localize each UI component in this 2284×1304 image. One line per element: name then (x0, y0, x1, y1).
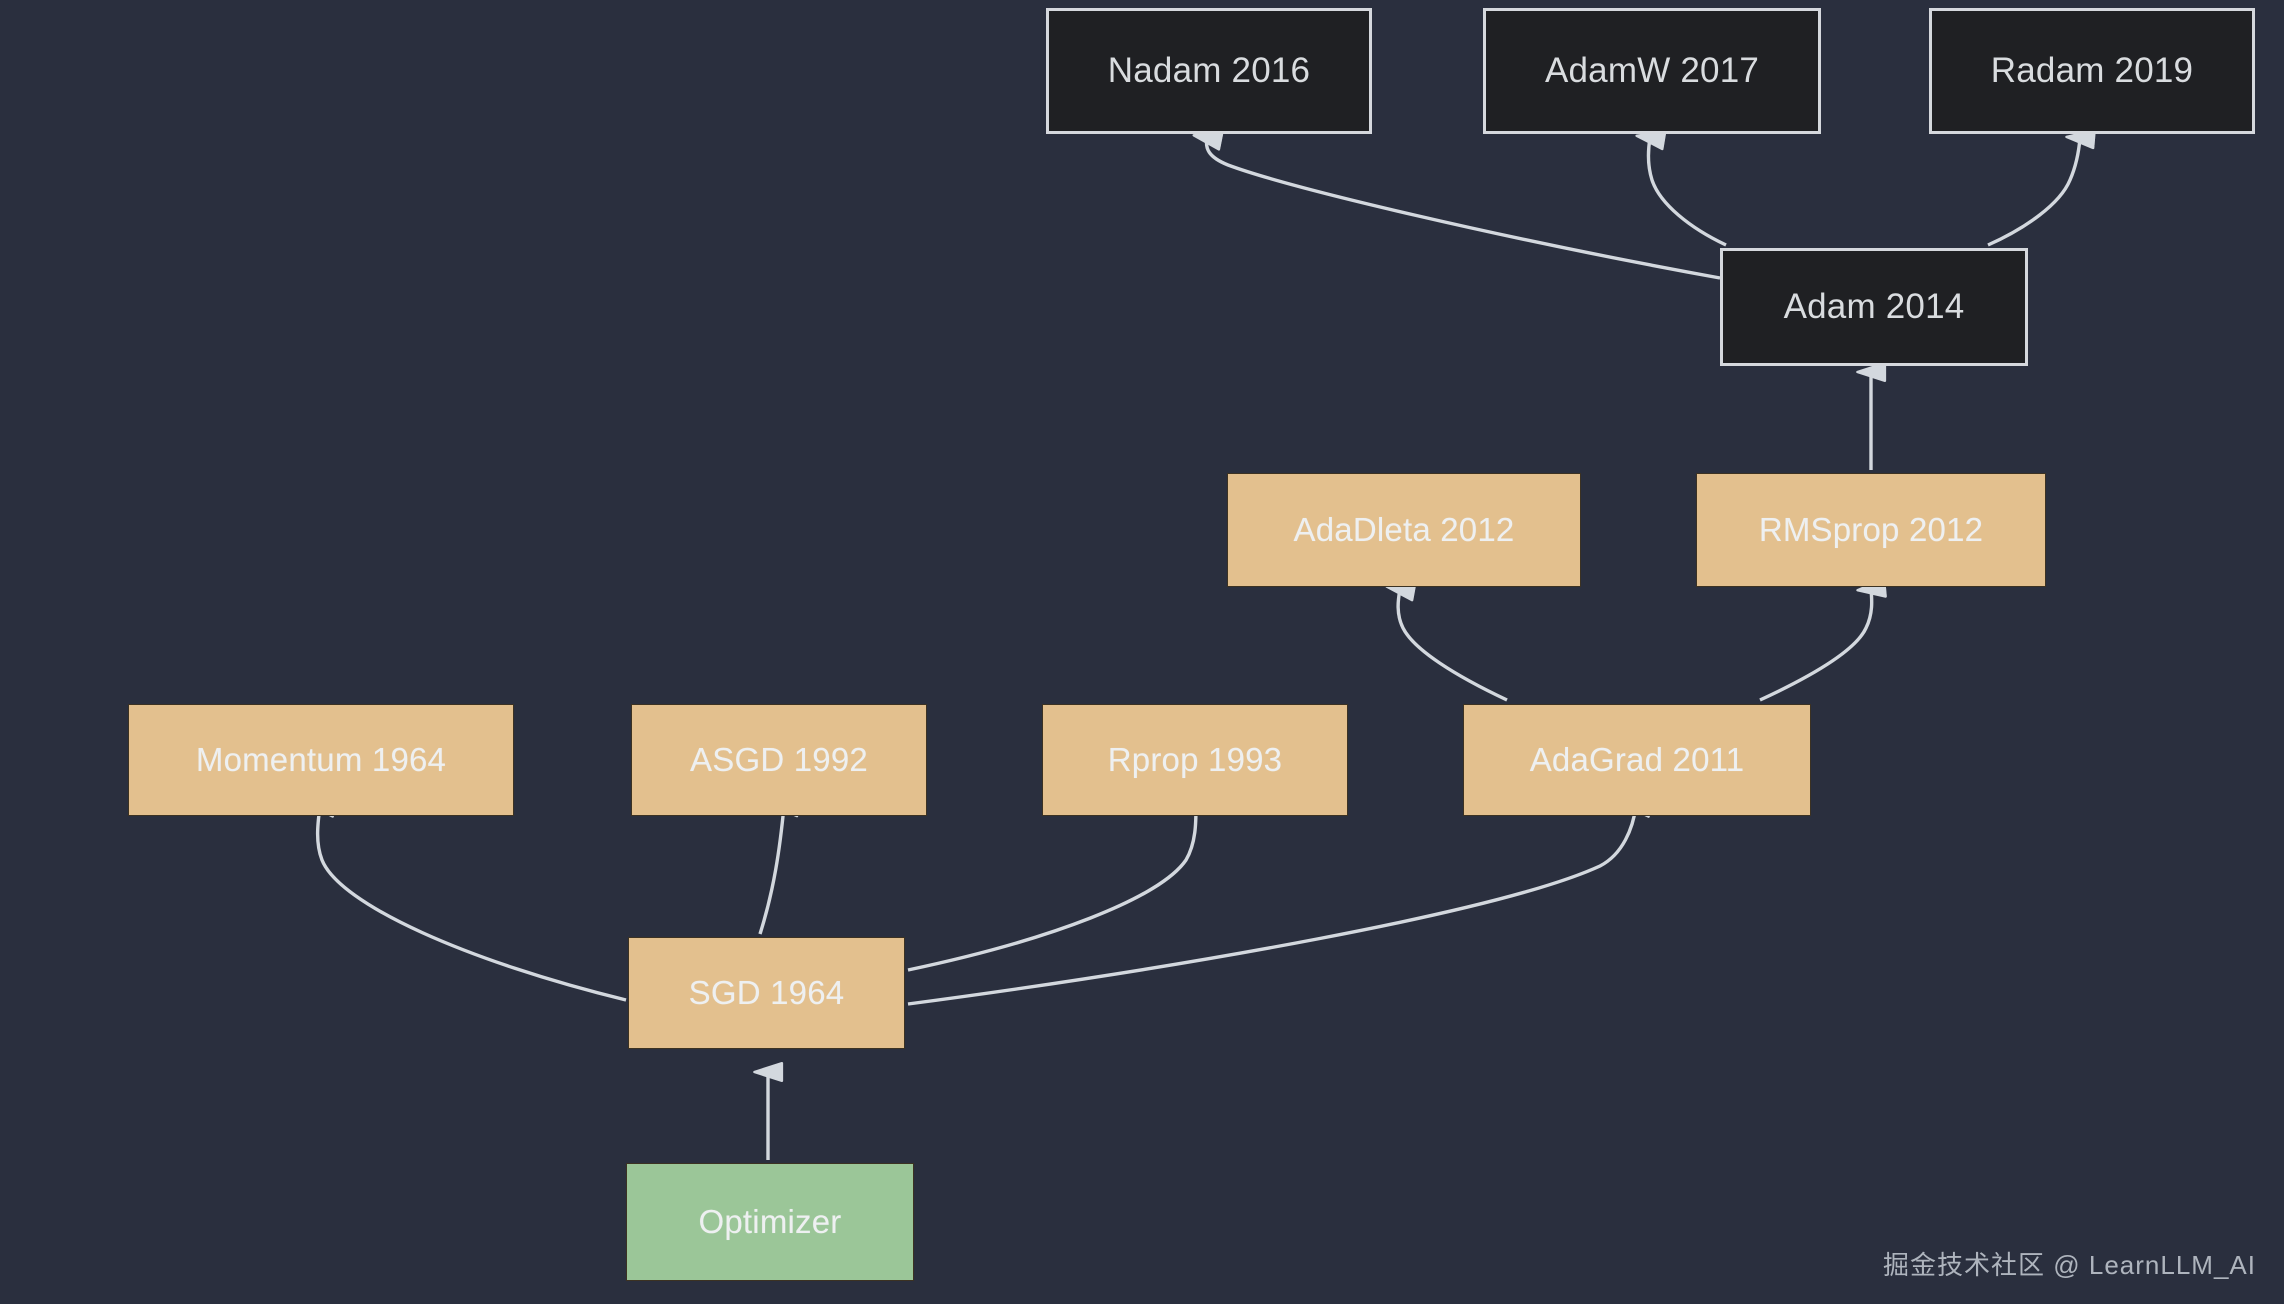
node-label: Rprop 1993 (1107, 741, 1283, 778)
node-label: ASGD 1992 (690, 741, 868, 778)
node-label: AdamW 2017 (1544, 51, 1760, 90)
node-sgd[interactable]: SGD 1964 (628, 937, 905, 1049)
node-rprop[interactable]: Rprop 1993 (1042, 704, 1348, 816)
node-optimizer[interactable]: Optimizer (626, 1163, 914, 1281)
node-label: Nadam 2016 (1107, 51, 1311, 90)
node-asgd[interactable]: ASGD 1992 (631, 704, 927, 816)
edge-adam-nadam (1192, 130, 1721, 280)
edge-sgd-momentum (305, 797, 627, 1002)
edge-sgd-asgd (758, 797, 800, 935)
node-label: Optimizer (698, 1203, 842, 1240)
node-momentum[interactable]: Momentum 1964 (128, 704, 514, 816)
edge-adagrad-adadleta (1385, 581, 1508, 702)
node-nadam[interactable]: Nadam 2016 (1046, 8, 1372, 134)
node-adagrad[interactable]: AdaGrad 2011 (1463, 704, 1811, 816)
watermark-text: 掘金技术社区 @ LearnLLM_AI (1883, 1250, 2256, 1280)
edge-sgd-rprop (907, 795, 1212, 972)
node-label: Momentum 1964 (195, 741, 447, 778)
node-label: Radam 2019 (1990, 51, 2194, 90)
node-label: SGD 1964 (688, 974, 845, 1011)
node-adadleta[interactable]: AdaDleta 2012 (1227, 473, 1581, 587)
node-radam[interactable]: Radam 2019 (1929, 8, 2255, 134)
edge-sgd-adagrad (907, 797, 1653, 1006)
node-label: Adam 2014 (1783, 287, 1965, 326)
edge-adam-radam (1987, 129, 2096, 247)
node-adam[interactable]: Adam 2014 (1720, 248, 2028, 366)
edge-adam-adamw (1635, 130, 1727, 247)
edge-adagrad-rmsprop (1759, 577, 1887, 702)
node-adamw[interactable]: AdamW 2017 (1483, 8, 1821, 134)
node-label: AdaGrad 2011 (1529, 741, 1745, 778)
node-label: AdaDleta 2012 (1293, 511, 1515, 548)
node-rmsprop[interactable]: RMSprop 2012 (1696, 473, 2046, 587)
node-label: RMSprop 2012 (1758, 511, 1984, 548)
